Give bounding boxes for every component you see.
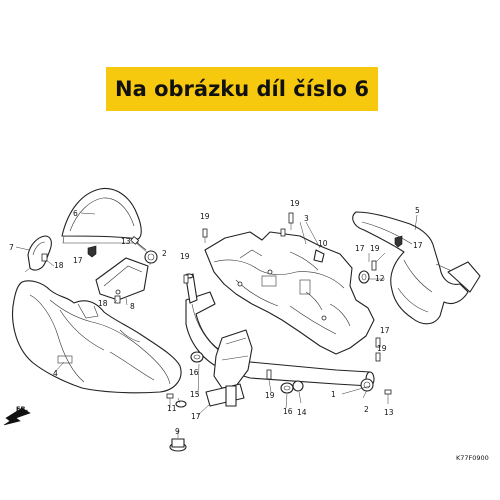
callout-12: 12 [375, 274, 385, 283]
part-7-side-cover [27, 235, 52, 271]
part-5-right-cover [352, 211, 481, 325]
part-2-grommet-left [144, 250, 158, 264]
callout-2: 2 [162, 249, 167, 258]
callout-17: 17 [73, 256, 83, 265]
callout-10: 10 [318, 239, 328, 248]
callout-13: 13 [384, 408, 394, 417]
part-16-cushion [280, 382, 294, 394]
callout-16: 16 [283, 407, 293, 416]
callout-17: 17 [380, 326, 390, 335]
part-16-left-cushion [190, 351, 204, 363]
callout-18: 18 [98, 299, 108, 308]
callout-19: 19 [377, 344, 387, 353]
callout-8: 8 [130, 302, 135, 311]
callout-18: 18 [54, 261, 64, 270]
callout-5: 5 [415, 206, 420, 215]
callout-7: 7 [9, 243, 14, 252]
callout-9: 9 [175, 427, 180, 436]
part-4-front-cowl [12, 280, 182, 394]
callout-11: 11 [167, 404, 177, 413]
part-2-grommet-right [360, 378, 374, 392]
callout-2: 2 [364, 405, 369, 414]
callout-3: 3 [304, 214, 309, 223]
callout-19: 19 [265, 391, 275, 400]
part-10-clip [313, 249, 325, 263]
callout-19: 19 [370, 244, 380, 253]
part-12-grommet [358, 270, 370, 284]
callout-17: 17 [191, 412, 201, 421]
callout-numbers: 6 7 17 18 13 2 19 19 18 8 4 19 3 10 5 17… [9, 199, 423, 436]
callout-1: 1 [331, 390, 336, 399]
callout-16: 16 [189, 368, 199, 377]
callout-13: 13 [121, 237, 131, 246]
banner-text: Na obrázku díl číslo 6 [115, 77, 369, 101]
callout-19: 19 [200, 212, 210, 221]
callout-leaders [15, 212, 418, 438]
callout-15: 15 [190, 390, 200, 399]
front-direction-label: FR. [16, 405, 28, 413]
callout-19: 19 [180, 252, 190, 261]
callout-14: 14 [297, 408, 307, 417]
callout-4: 4 [53, 369, 58, 378]
diagram-code: K77F0900 [456, 454, 489, 462]
part-number-banner: Na obrázku díl číslo 6 [106, 67, 378, 111]
part-14-cushion [292, 380, 304, 392]
callout-17: 17 [355, 244, 365, 253]
part-15-stem [205, 329, 253, 407]
part-8-bracket [95, 257, 149, 301]
part-3-upper-cover [204, 231, 375, 355]
callout-17: 17 [413, 241, 423, 250]
callout-19: 19 [290, 199, 300, 208]
callout-6: 6 [73, 209, 78, 218]
fasteners [41, 212, 403, 452]
front-direction-arrow: FR. [3, 405, 31, 426]
